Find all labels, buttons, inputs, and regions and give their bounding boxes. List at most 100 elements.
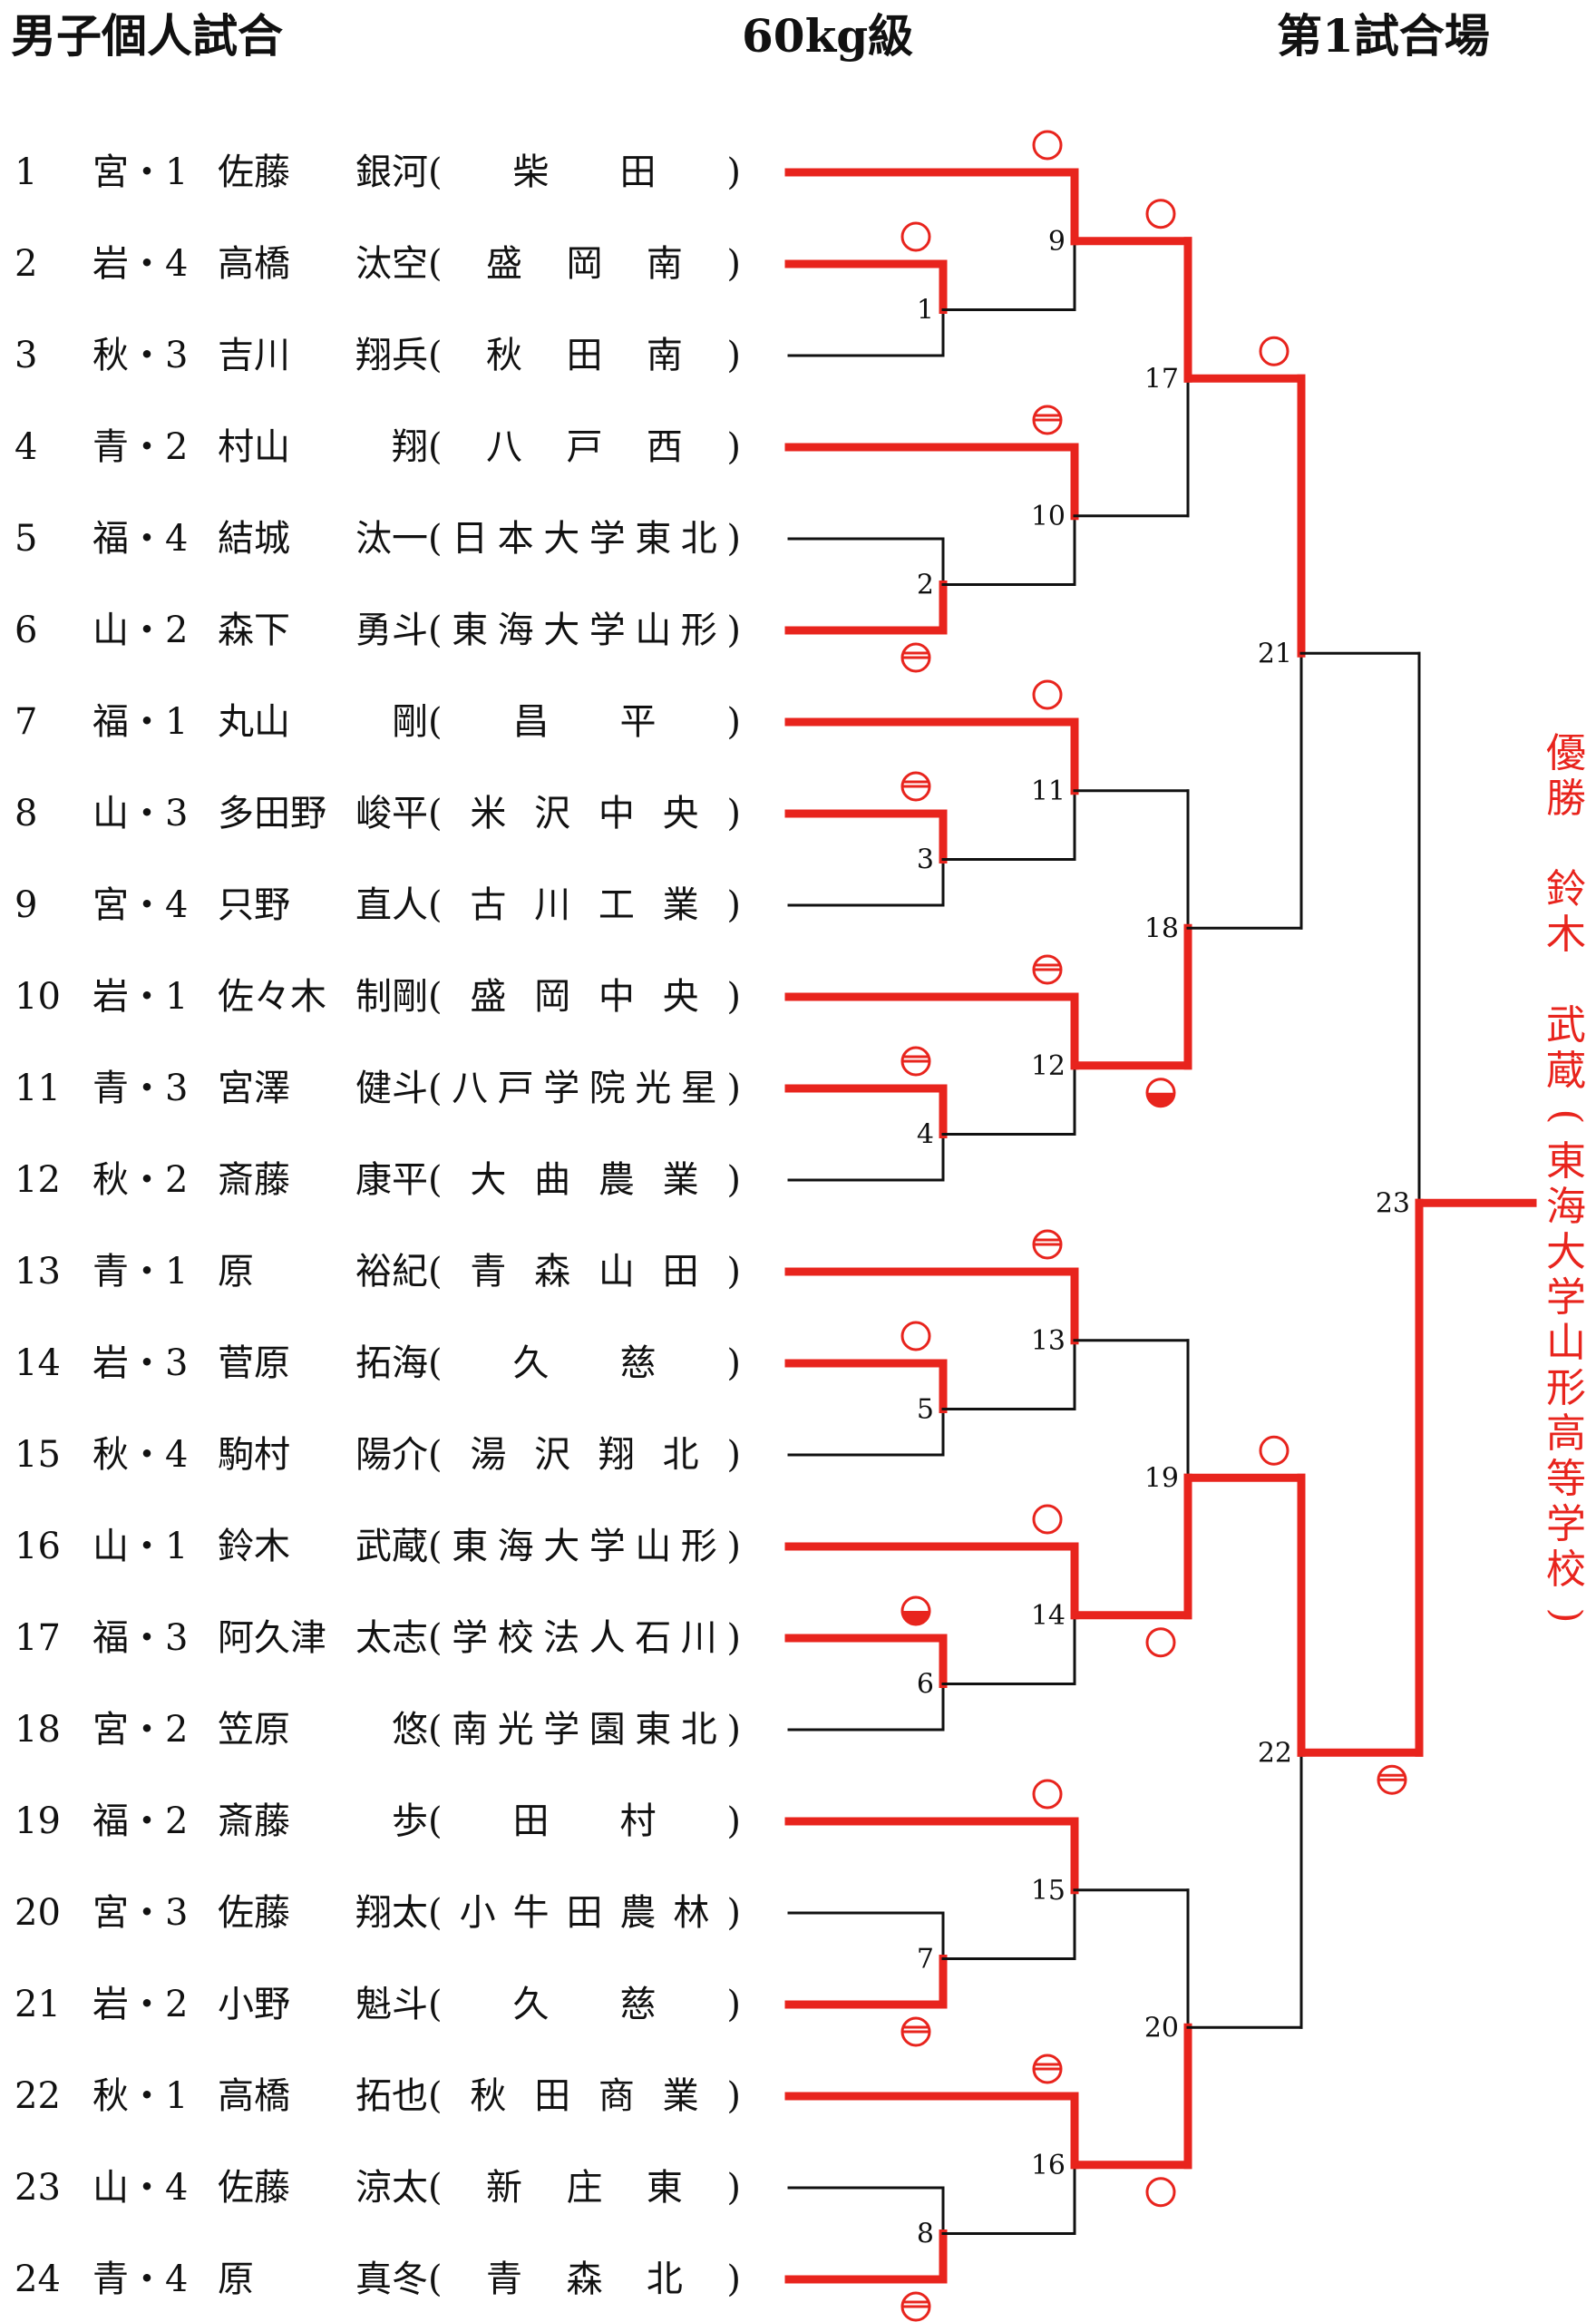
result-mark-icon	[900, 221, 931, 252]
player-prefecture: 青・3	[92, 1068, 189, 1109]
player-school: (大曲農業)	[428, 1159, 741, 1201]
match-number: 15	[1031, 1875, 1066, 1907]
champion-banner: 優勝 鈴木 武蔵 (東海大学山形高等学校)	[1543, 731, 1590, 1638]
player-name: 丸山剛	[218, 701, 428, 743]
result-mark-icon	[1032, 1779, 1063, 1810]
player-name: 斎藤歩	[218, 1800, 428, 1842]
result-mark-icon	[1259, 336, 1289, 366]
result-mark-icon	[1032, 405, 1063, 435]
match-number: 14	[1031, 1600, 1066, 1632]
player-name: 笠原悠	[218, 1709, 428, 1751]
match-number: 8	[917, 2219, 934, 2250]
match-number: 23	[1376, 1187, 1410, 1219]
weight-class: 60kg級	[742, 9, 914, 63]
player-school: (柴田)	[428, 151, 741, 193]
result-mark-icon	[1032, 1504, 1063, 1535]
player-seed: 22	[15, 2075, 61, 2117]
player-seed: 15	[15, 1434, 61, 1476]
player-school: (学校法人石川)	[428, 1617, 741, 1659]
player-prefecture: 福・3	[92, 1617, 189, 1659]
player-name: 小野魁斗	[218, 1984, 428, 2025]
player-school: (盛岡中央)	[428, 976, 741, 1018]
champion-name: 鈴木 武蔵	[1546, 866, 1586, 1094]
player-school: (東海大学山形)	[428, 1526, 741, 1567]
player-school: (秋田南)	[428, 335, 741, 376]
player-seed: 2	[15, 243, 38, 285]
player-school: (盛岡南)	[428, 243, 741, 285]
result-mark-icon	[1032, 2054, 1063, 2084]
match-number: 20	[1144, 2012, 1179, 2044]
player-name: 斎藤康平	[218, 1159, 428, 1201]
player-prefecture: 宮・4	[92, 884, 189, 926]
player-school: (久慈)	[428, 1342, 741, 1384]
player-name: 森下勇斗	[218, 610, 428, 651]
player-school: (米沢中央)	[428, 793, 741, 834]
match-number: 21	[1258, 638, 1292, 669]
match-number: 13	[1031, 1325, 1066, 1357]
match-number: 16	[1031, 2150, 1066, 2181]
player-seed: 13	[15, 1251, 61, 1293]
player-prefecture: 秋・4	[92, 1434, 189, 1476]
result-mark-icon	[1145, 1627, 1176, 1658]
player-prefecture: 岩・2	[92, 1984, 189, 2025]
player-name: 高橋汰空	[218, 243, 428, 285]
match-number: 9	[1048, 226, 1066, 258]
player-name: 菅原拓海	[218, 1342, 428, 1384]
player-seed: 4	[15, 426, 38, 468]
player-seed: 12	[15, 1159, 61, 1201]
player-school: (昌平)	[428, 701, 741, 743]
player-school: (久慈)	[428, 1984, 741, 2025]
player-school: (日本大学東北)	[428, 518, 741, 560]
player-school: (青森山田)	[428, 1251, 741, 1293]
result-mark-icon	[1032, 130, 1063, 161]
player-name: 駒村陽介	[218, 1434, 428, 1476]
player-seed: 24	[15, 2259, 61, 2300]
player-name: 佐藤翔太	[218, 1892, 428, 1934]
player-school: (青森北)	[428, 2259, 741, 2300]
result-mark-icon	[1145, 2177, 1176, 2208]
match-number: 2	[917, 570, 934, 601]
result-mark-icon	[1032, 954, 1063, 985]
player-school: (東海大学山形)	[428, 610, 741, 651]
player-seed: 3	[15, 335, 38, 376]
result-mark-icon	[1032, 679, 1063, 710]
player-school: (新庄東)	[428, 2167, 741, 2209]
match-number: 1	[917, 295, 934, 327]
player-school: (八戸学院光星)	[428, 1068, 741, 1109]
result-mark-icon	[900, 2291, 931, 2322]
match-number: 3	[917, 844, 934, 876]
player-prefecture: 青・1	[92, 1251, 189, 1293]
player-school: (八戸西)	[428, 426, 741, 468]
player-seed: 5	[15, 518, 38, 560]
player-seed: 19	[15, 1800, 61, 1842]
match-number: 4	[917, 1119, 934, 1151]
player-prefecture: 宮・3	[92, 1892, 189, 1934]
player-name: 宮澤健斗	[218, 1068, 428, 1109]
player-seed: 1	[15, 151, 38, 193]
player-seed: 18	[15, 1709, 61, 1751]
player-name: 鈴木武蔵	[218, 1526, 428, 1567]
champion-school: (東海大学山形高等学校)	[1543, 1108, 1590, 1624]
player-seed: 14	[15, 1342, 61, 1384]
player-name: 村山翔	[218, 426, 428, 468]
player-prefecture: 岩・1	[92, 976, 189, 1018]
match-number: 6	[917, 1669, 934, 1701]
player-prefecture: 山・1	[92, 1526, 189, 1567]
match-number: 5	[917, 1394, 934, 1426]
player-prefecture: 福・1	[92, 701, 189, 743]
player-name: 原真冬	[218, 2259, 428, 2300]
player-school: (湯沢翔北)	[428, 1434, 741, 1476]
